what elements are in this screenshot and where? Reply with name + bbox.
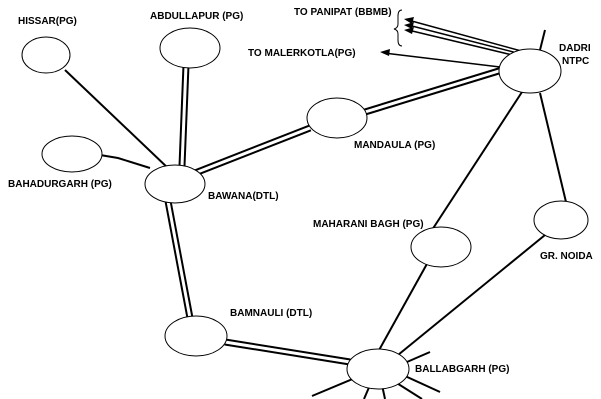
label-to-malerkotla: TO MALERKOTLA(PG) [248, 48, 356, 59]
line-bahadurgarh-bawana [99, 154, 151, 169]
label-mandaula: MANDAULA (PG) [354, 140, 435, 151]
label-bamnauli: BAMNAULI (DTL) [230, 308, 312, 319]
arrowhead-panipat-1 [404, 17, 414, 24]
labels: HISSAR(PG) ABDULLAPUR (PG) TO PANIPAT (B… [8, 7, 593, 375]
arrowhead-malerkotla [380, 49, 390, 56]
arrowhead-panipat-3 [404, 27, 414, 34]
label-gr-noida: GR. NOIDA [540, 251, 593, 262]
line-dadri-up [539, 29, 546, 51]
arrow-to-malerkotla [383, 52, 501, 68]
node-bahadurgarh [41, 135, 103, 173]
line-maharanibagh-ballabgarh [377, 261, 429, 353]
label-bawana: BAWANA(DTL) [208, 191, 279, 202]
label-ballabgarh: BALLABGARH (PG) [415, 364, 509, 375]
line-hissar-bawana [64, 69, 171, 171]
label-dadri: DADRI [559, 43, 591, 54]
label-to-panipat: TO PANIPAT (BBMB) [294, 7, 392, 18]
label-maharani-bagh: MAHARANI BAGH (PG) [313, 219, 424, 230]
line-grnoida-ballabgarh [397, 234, 546, 356]
brace-mark [393, 9, 403, 47]
node-bamnauli [164, 315, 228, 357]
line-dadri-maharanibagh [431, 91, 523, 231]
arrow-to-panipat-1 [407, 19, 526, 53]
label-hissar: HISSAR(PG) [18, 16, 77, 27]
node-hissar [21, 36, 71, 74]
node-bawana [144, 164, 206, 204]
line-ballabgarh-out-4 [404, 375, 441, 393]
node-abdullapur [159, 27, 221, 69]
label-abdullapur: ABDULLAPUR (PG) [150, 11, 243, 22]
line-ballabgarh-out-2 [311, 377, 356, 397]
arrow-to-panipat-3 [407, 29, 526, 59]
line-dadri-grnoida [539, 92, 567, 203]
nodes [21, 27, 589, 390]
connections [64, 9, 567, 399]
node-maharani-bagh [410, 226, 472, 268]
node-ballabgarh [346, 348, 410, 390]
arrowhead-panipat-2 [404, 22, 414, 29]
node-dadri [498, 48, 562, 94]
arrow-to-panipat-2 [407, 24, 526, 56]
node-gr-noida [533, 200, 589, 240]
node-mandaula [306, 97, 368, 139]
label-bahadurgarh: BAHADURGARH (PG) [8, 179, 112, 190]
label-ntpc: NTPC [562, 56, 589, 67]
